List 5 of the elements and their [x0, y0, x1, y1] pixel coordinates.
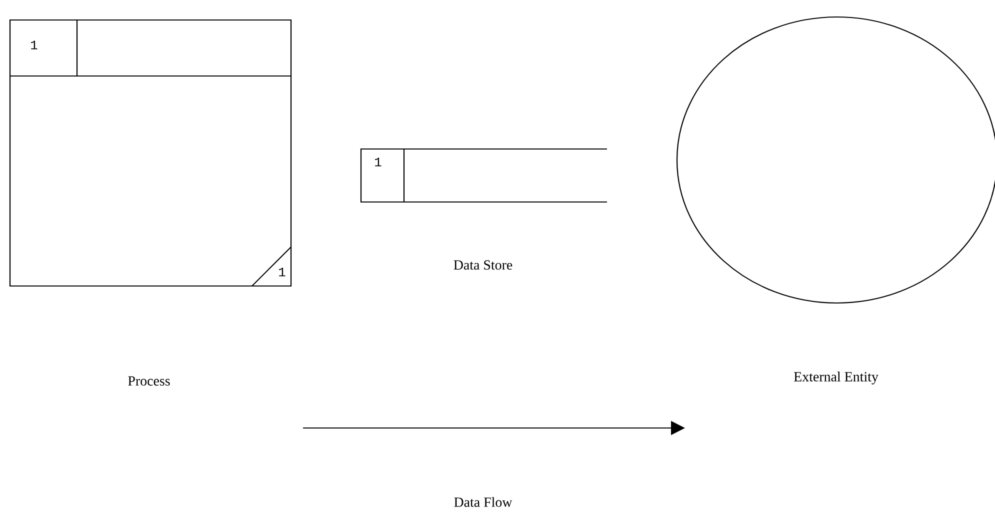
caption: Process [128, 376, 170, 386]
caption: Data Store [454, 260, 512, 270]
process-box: 1 1 [9, 19, 292, 287]
caption: External Entity [794, 372, 878, 384]
caption: Data Flow [454, 497, 512, 507]
